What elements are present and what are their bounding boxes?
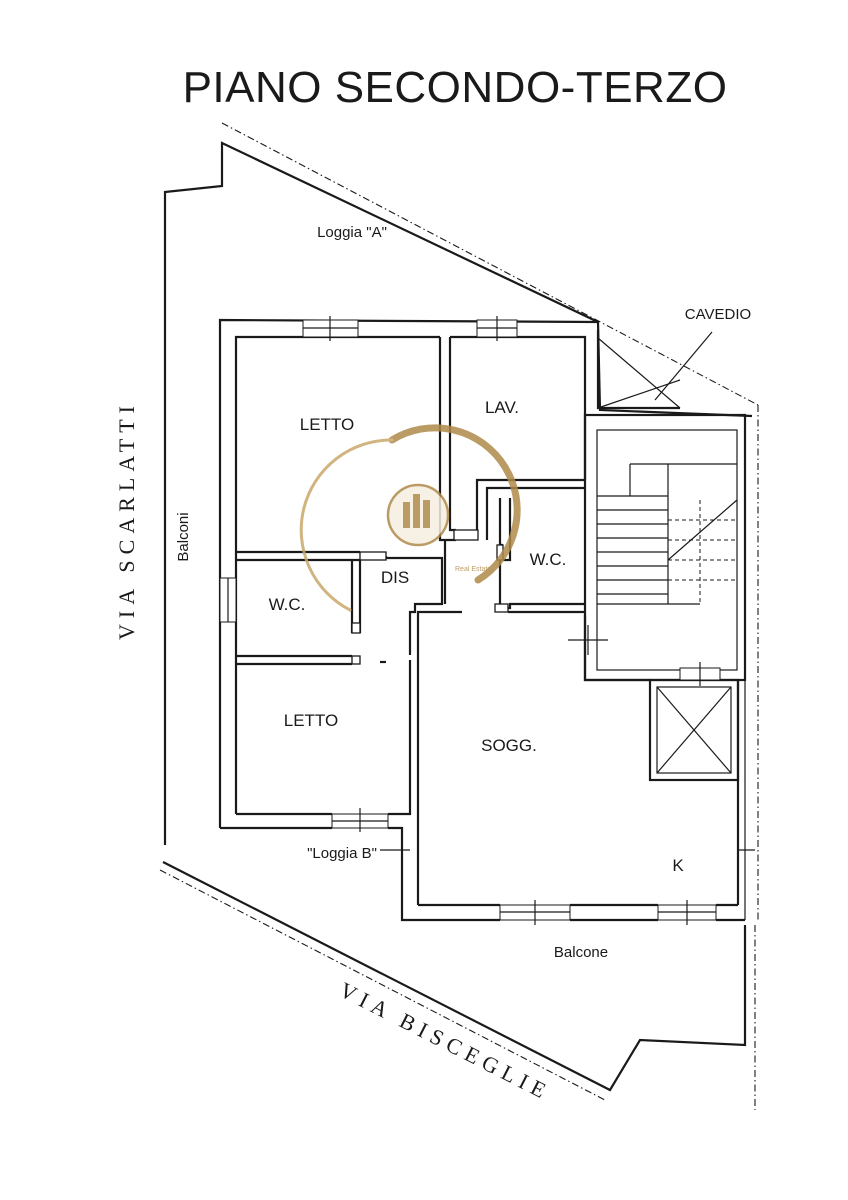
street-boundary-bottom bbox=[162, 861, 747, 1092]
label-balcone: Balcone bbox=[554, 944, 608, 961]
label-dis: DIS bbox=[381, 568, 409, 587]
watermark-text: Real Estate bbox=[455, 566, 491, 573]
label-loggia-a: Loggia "A" bbox=[317, 224, 387, 241]
property-line-top bbox=[221, 122, 759, 406]
label-balconi: Balconi bbox=[175, 512, 192, 561]
label-loggia-b: "Loggia B" bbox=[307, 845, 377, 862]
bottom-wall-left-block-2-inner bbox=[388, 660, 412, 816]
lav-bottom bbox=[475, 478, 585, 540]
wc-right-walls-2 bbox=[503, 498, 512, 562]
staircase bbox=[597, 463, 738, 605]
watermark-logo: Real Estate bbox=[299, 424, 521, 612]
elevator-shaft bbox=[648, 678, 740, 782]
bottom-wall-left-block-2 bbox=[388, 826, 500, 922]
stair-block-outer bbox=[583, 413, 747, 682]
lav-left-wall bbox=[438, 337, 456, 542]
plan-title: PIANO SECONDO-TERZO bbox=[183, 63, 728, 112]
apartment-perimeter-left bbox=[218, 318, 599, 828]
label-letto-bottom: LETTO bbox=[284, 711, 338, 730]
label-wc-left: W.C. bbox=[269, 595, 306, 614]
street-property-line-bottom bbox=[159, 869, 606, 1101]
dis-right-wall bbox=[384, 556, 444, 655]
stair-block-inner bbox=[596, 429, 738, 671]
wc-left-right-wall bbox=[350, 560, 362, 634]
label-lav: LAV. bbox=[485, 398, 519, 417]
label-cavedio: CAVEDIO bbox=[685, 306, 751, 323]
cavedio-shaft bbox=[596, 330, 713, 410]
windows bbox=[302, 316, 721, 925]
label-k: K bbox=[672, 856, 684, 875]
stair-corridor-wall bbox=[583, 615, 650, 682]
lav-bottom-inner bbox=[485, 486, 585, 540]
wc-right-walls bbox=[498, 498, 503, 547]
label-sogg: SOGG. bbox=[481, 736, 537, 755]
label-wc-right: W.C. bbox=[530, 550, 567, 569]
label-via-scarlatti: VIA SCARLATTI bbox=[114, 400, 139, 640]
loggia-a-outline bbox=[163, 141, 753, 845]
label-letto-top: LETTO bbox=[300, 415, 354, 434]
doors bbox=[219, 529, 509, 665]
label-via-bisceglie: VIA BISCEGLIE bbox=[336, 977, 556, 1105]
soggiorno-left-wall bbox=[416, 610, 462, 905]
